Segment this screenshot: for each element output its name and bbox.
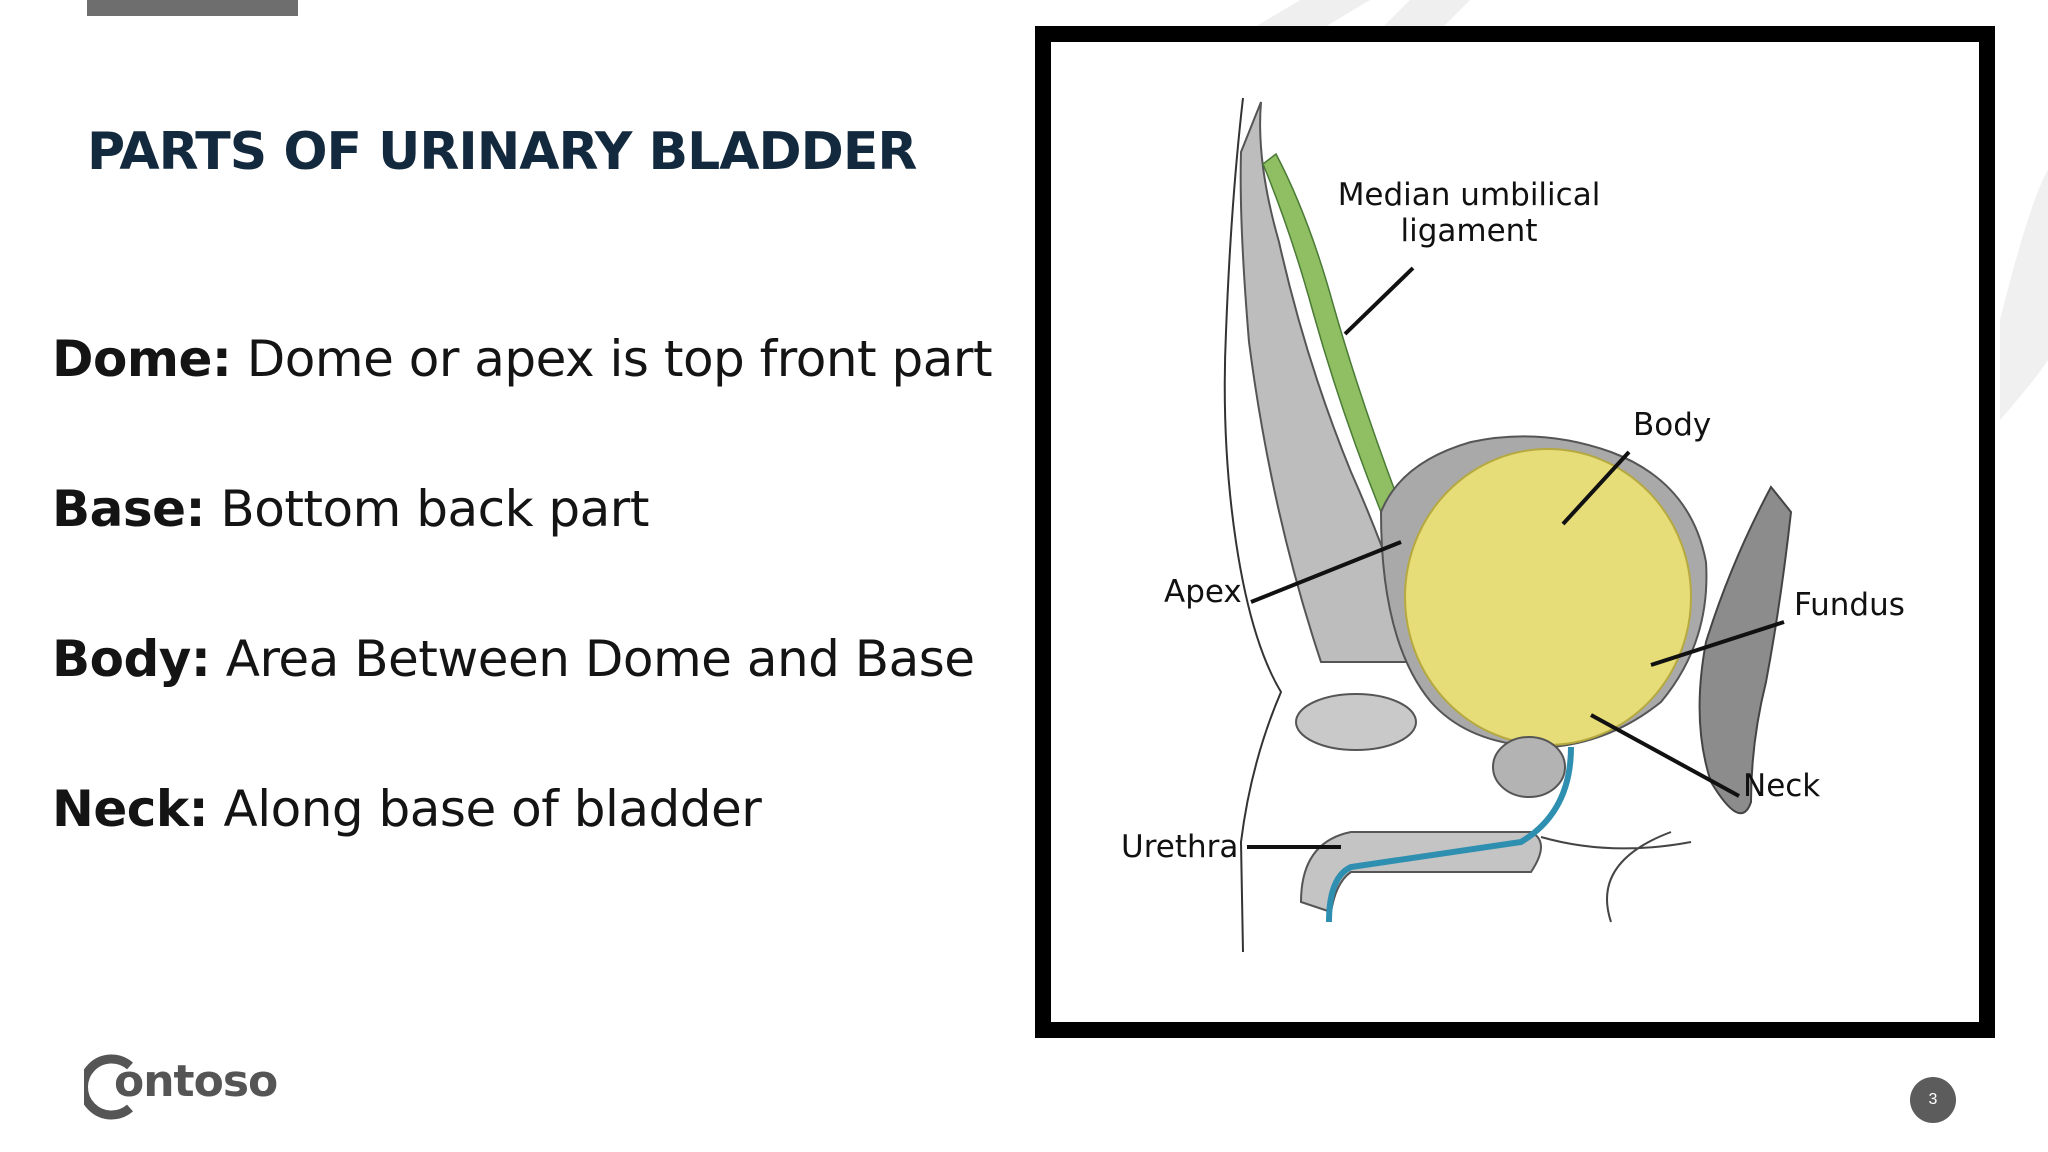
part-term: Neck: <box>52 780 209 838</box>
contoso-c-icon <box>84 1054 133 1120</box>
leader-median-umbilical <box>1343 266 1415 336</box>
rectum <box>1698 485 1793 815</box>
part-term: Body: <box>52 630 211 688</box>
body-contour <box>1223 97 1283 953</box>
penile-shaft <box>1299 831 1542 914</box>
label-urethra: Urethra <box>1121 829 1238 865</box>
leader-lines <box>1247 266 1785 849</box>
leader-body <box>1561 450 1631 526</box>
part-body: Body: Area Between Dome and Base <box>52 630 992 780</box>
leader-apex <box>1250 540 1402 604</box>
label-fundus: Fundus <box>1794 587 1905 623</box>
part-base: Base: Bottom back part <box>52 480 992 630</box>
perineum-contour <box>1540 831 1692 923</box>
bladder-diagram-frame: Median umbilical ligament Body Apex Fund… <box>1035 26 1995 1038</box>
top-accent-bar <box>87 0 298 16</box>
contoso-logo: ontoso <box>84 1052 278 1122</box>
prostate <box>1492 736 1566 798</box>
leader-neck <box>1590 713 1740 798</box>
part-description: Bottom back part <box>205 480 649 538</box>
pubic-bone <box>1295 693 1417 751</box>
bladder-diagram: Median umbilical ligament Body Apex Fund… <box>1121 97 1905 953</box>
label-neck: Neck <box>1743 768 1820 804</box>
leader-fundus <box>1650 620 1785 667</box>
page-number: 3 <box>1910 1077 1956 1123</box>
label-body: Body <box>1633 407 1711 443</box>
slide-title: PARTS OF URINARY BLADDER <box>87 122 917 182</box>
label-apex: Apex <box>1164 574 1242 610</box>
part-description: Dome or apex is top front part <box>231 330 993 388</box>
part-neck: Neck: Along base of bladder <box>52 780 992 930</box>
part-description: Along base of bladder <box>208 780 762 838</box>
bladder <box>1404 448 1692 746</box>
part-term: Base: <box>52 480 206 538</box>
label-median-umbilical-2: ligament <box>1401 213 1538 249</box>
part-description: Area Between Dome and Base <box>210 630 975 688</box>
parts-list: Dome: Dome or apex is top front part Bas… <box>52 330 993 930</box>
part-dome: Dome: Dome or apex is top front part <box>52 330 993 480</box>
label-median-umbilical-1: Median umbilical <box>1338 177 1601 213</box>
logo-text: ontoso <box>114 1056 278 1107</box>
part-term: Dome: <box>52 330 232 388</box>
urethra <box>1326 746 1574 923</box>
